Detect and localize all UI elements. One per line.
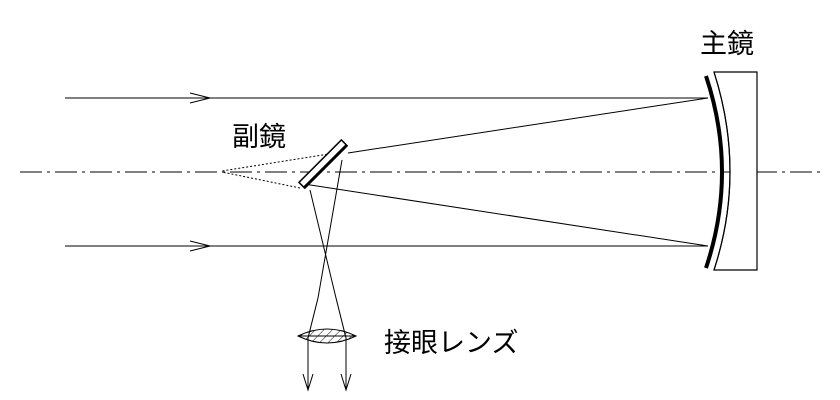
incoming-ray-bottom [65,240,708,252]
eyepiece-lens [296,328,358,344]
primary-mirror-label: 主鏡 [700,29,754,60]
rays-to-eyepiece [307,159,347,339]
reflected-ray-top [347,97,709,154]
eyepiece-label: 接眼レンズ [384,328,518,359]
secondary-mirror [297,138,349,190]
virtual-ray-bottom [221,171,301,189]
secondary-mirror-label: 副鏡 [232,122,286,153]
incoming-ray-top [65,92,708,104]
primary-mirror [704,71,758,271]
output-rays [302,338,352,392]
reflected-ray-bottom [303,183,709,247]
virtual-ray-top [221,152,336,172]
